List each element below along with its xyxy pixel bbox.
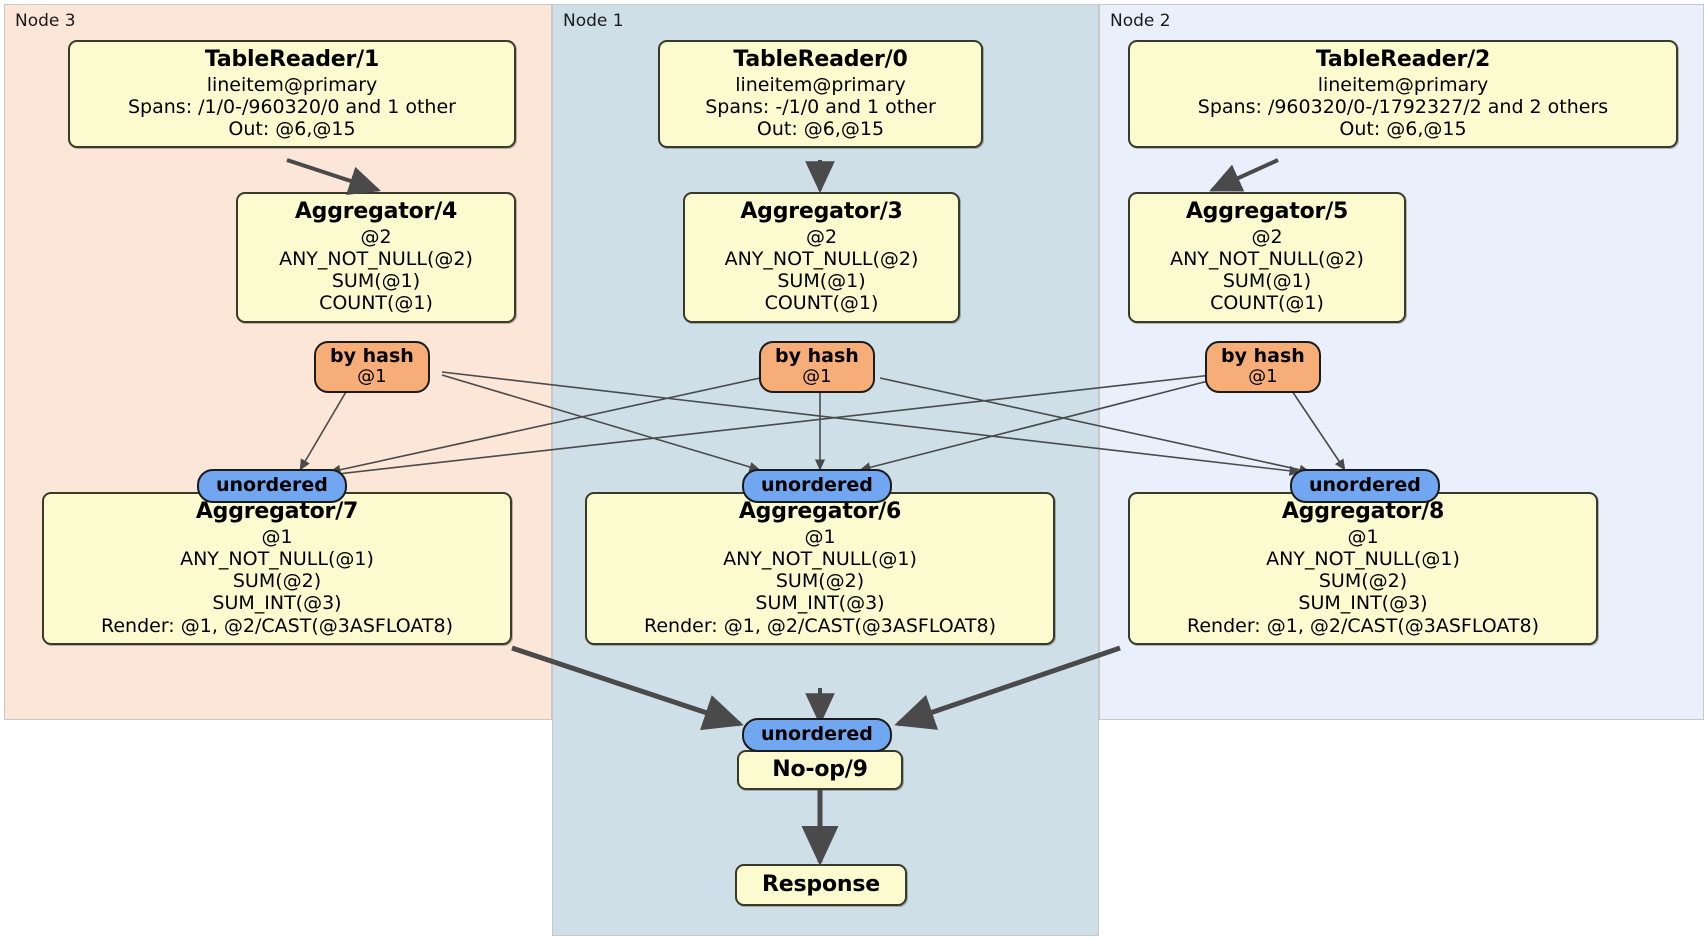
processor-detail-agg2: SUM(@1): [331, 270, 421, 293]
processor-detail-table: lineitem@primary: [1317, 73, 1489, 96]
router-column-label: @1: [357, 365, 387, 387]
processor-detail-groupcol: @1: [1347, 525, 1379, 548]
node-region-label-node2: Node 2: [1110, 11, 1171, 31]
processor-detail-agg1: ANY_NOT_NULL(@1): [1266, 547, 1460, 570]
input-sync-unordered-left[interactable]: unordered: [197, 469, 347, 503]
processor-detail-groupcol: @1: [804, 525, 836, 548]
input-sync-unordered-final[interactable]: unordered: [742, 718, 892, 752]
processor-detail-agg1: ANY_NOT_NULL(@2): [724, 247, 919, 270]
node-region-label-node1: Node 1: [563, 11, 624, 31]
router-column-label: @1: [1248, 365, 1278, 387]
processor-detail-spans: Spans: -/1/0 and 1 other: [705, 95, 936, 118]
processor-detail-agg1: ANY_NOT_NULL(@2): [1170, 247, 1364, 270]
processor-detail-agg3: COUNT(@1): [764, 292, 879, 315]
processor-detail-groupcol: @2: [805, 225, 838, 248]
processor-aggregator-6[interactable]: Aggregator/6 @1 ANY_NOT_NULL(@1) SUM(@2)…: [585, 492, 1055, 645]
processor-detail-groupcol: @1: [261, 525, 293, 548]
processor-detail-table: lineitem@primary: [735, 73, 906, 96]
processor-title: Aggregator/3: [740, 199, 903, 224]
processor-title: Aggregator/4: [294, 199, 458, 224]
processor-table-reader-0[interactable]: TableReader/0 lineitem@primary Spans: -/…: [658, 40, 983, 149]
processor-detail-agg2: SUM(@2): [775, 570, 865, 593]
processor-detail-agg2: SUM(@1): [777, 270, 866, 293]
processor-title: Aggregator/7: [195, 499, 359, 524]
processor-title: Aggregator/5: [1185, 199, 1349, 224]
processor-detail-out: Out: @6,@15: [1339, 118, 1467, 141]
processor-detail-groupcol: @2: [1251, 225, 1283, 248]
processor-aggregator-8[interactable]: Aggregator/8 @1 ANY_NOT_NULL(@1) SUM(@2)…: [1128, 492, 1598, 645]
router-type-label: by hash: [330, 345, 414, 367]
processor-detail-agg3: COUNT(@1): [1210, 292, 1324, 315]
output-router-by-hash-left[interactable]: by hash @1: [314, 341, 430, 393]
processor-detail-spans: Spans: /960320/0-/1792327/2 and 2 others: [1197, 95, 1609, 118]
processor-response[interactable]: Response: [735, 864, 907, 906]
router-type-label: by hash: [1221, 345, 1305, 367]
processor-table-reader-2[interactable]: TableReader/2 lineitem@primary Spans: /9…: [1128, 40, 1678, 149]
processor-title: Aggregator/8: [1281, 499, 1445, 524]
processor-aggregator-7[interactable]: Aggregator/7 @1 ANY_NOT_NULL(@1) SUM(@2)…: [42, 492, 512, 645]
processor-detail-agg3: SUM_INT(@3): [1298, 592, 1428, 615]
processor-detail-agg2: SUM(@1): [1222, 270, 1312, 293]
processor-aggregator-4[interactable]: Aggregator/4 @2 ANY_NOT_NULL(@2) SUM(@1)…: [236, 192, 516, 323]
processor-detail-agg1: ANY_NOT_NULL(@1): [723, 547, 917, 570]
processor-detail-groupcol: @2: [360, 225, 392, 248]
output-router-by-hash-center[interactable]: by hash @1: [759, 341, 875, 393]
processor-detail-agg3: SUM_INT(@3): [755, 592, 885, 615]
processor-detail-agg3: SUM_INT(@3): [212, 592, 342, 615]
processor-aggregator-3[interactable]: Aggregator/3 @2 ANY_NOT_NULL(@2) SUM(@1)…: [683, 192, 960, 323]
processor-title: TableReader/1: [204, 47, 380, 72]
processor-title: Response: [762, 872, 880, 898]
processor-detail-render: Render: @1, @2/CAST(@3ASFLOAT8): [1187, 614, 1539, 637]
processor-detail-render: Render: @1, @2/CAST(@3ASFLOAT8): [101, 614, 453, 637]
processor-detail-out: Out: @6,@15: [756, 118, 885, 141]
processor-title: TableReader/2: [1315, 47, 1491, 72]
processor-detail-out: Out: @6,@15: [228, 118, 356, 141]
processor-detail-agg1: ANY_NOT_NULL(@1): [180, 547, 374, 570]
processor-title: TableReader/0: [733, 47, 908, 72]
processor-detail-spans: Spans: /1/0-/960320/0 and 1 other: [128, 95, 456, 118]
output-router-by-hash-right[interactable]: by hash @1: [1205, 341, 1321, 393]
input-sync-unordered-right[interactable]: unordered: [1290, 469, 1440, 503]
router-column-label: @1: [802, 365, 832, 387]
router-type-label: by hash: [775, 345, 859, 367]
processor-detail-agg3: COUNT(@1): [319, 292, 433, 315]
input-sync-unordered-center[interactable]: unordered: [742, 469, 892, 503]
processor-title: No-op/9: [772, 757, 868, 783]
processor-detail-table: lineitem@primary: [206, 73, 378, 96]
processor-aggregator-5[interactable]: Aggregator/5 @2 ANY_NOT_NULL(@2) SUM(@1)…: [1128, 192, 1406, 323]
processor-table-reader-1[interactable]: TableReader/1 lineitem@primary Spans: /1…: [68, 40, 516, 149]
processor-detail-agg2: SUM(@2): [1318, 570, 1408, 593]
processor-detail-render: Render: @1, @2/CAST(@3ASFLOAT8): [644, 614, 996, 637]
processor-detail-agg1: ANY_NOT_NULL(@2): [279, 247, 473, 270]
processor-title: Aggregator/6: [738, 499, 902, 524]
processor-no-op-9[interactable]: No-op/9: [737, 750, 903, 790]
node-region-label-node3: Node 3: [15, 11, 76, 31]
processor-detail-agg2: SUM(@2): [232, 570, 322, 593]
